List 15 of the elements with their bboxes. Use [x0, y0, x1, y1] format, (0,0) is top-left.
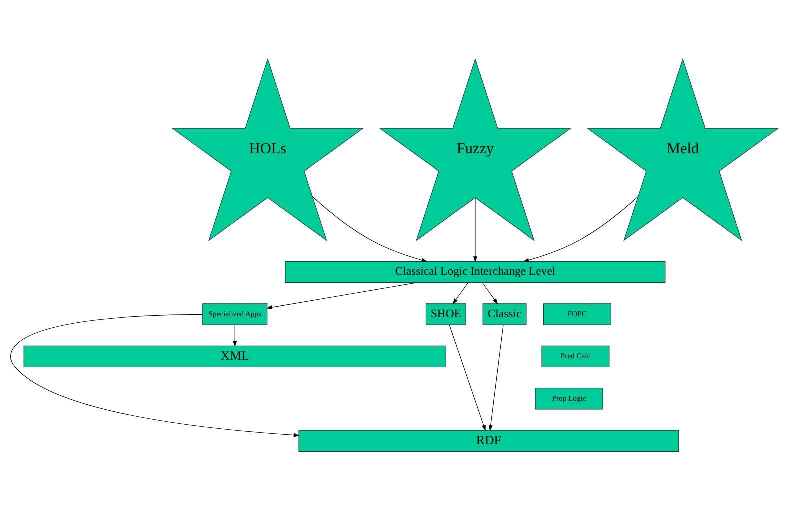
arrow — [233, 324, 238, 347]
arrow — [449, 324, 486, 432]
node-box: SHOE — [426, 304, 466, 326]
node-box: XML — [24, 346, 446, 368]
arrow — [482, 282, 498, 305]
node-box: RDF — [298, 430, 680, 452]
arrow — [312, 196, 428, 262]
arrow — [473, 198, 478, 263]
node-box: Classic — [482, 304, 527, 326]
arrow — [10, 314, 300, 438]
arrow — [523, 196, 638, 262]
arrow — [488, 324, 504, 432]
node-box: Classical Logic Interchange Level — [285, 261, 666, 284]
arrow — [452, 282, 469, 305]
arrow — [266, 282, 418, 310]
